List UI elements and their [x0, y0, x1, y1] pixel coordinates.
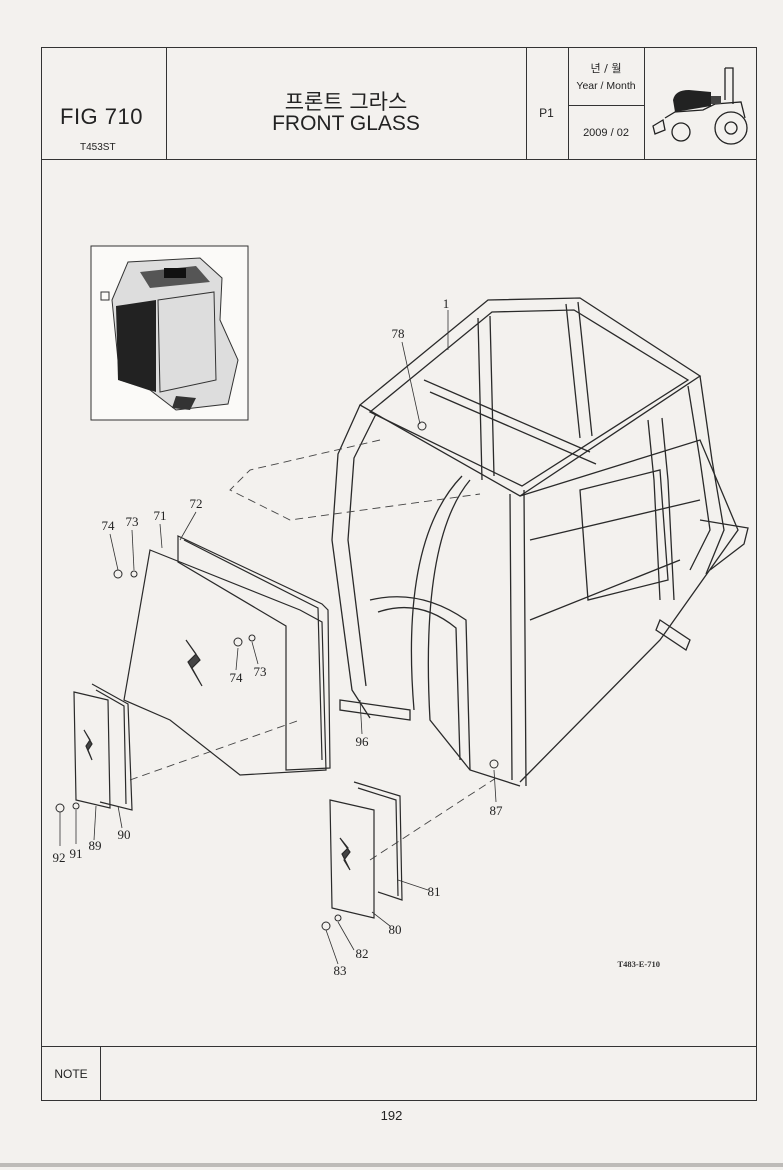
- callout-label: 90: [118, 827, 131, 842]
- scan-edge: [0, 1163, 783, 1167]
- left-side-glass: [73, 683, 133, 811]
- callout-label: 72: [190, 496, 203, 511]
- figure-number: FIG 710: [60, 104, 143, 129]
- cab-frame: [331, 297, 749, 787]
- divider: [166, 48, 167, 159]
- callout-label: 71: [154, 508, 167, 523]
- divider: [526, 48, 527, 159]
- divider: [644, 48, 645, 159]
- callout-label: 81: [428, 884, 441, 899]
- callout-label: 96: [356, 734, 370, 749]
- callout-label: 1: [443, 296, 450, 311]
- callout-label: 74: [230, 670, 244, 685]
- callout-label: 89: [89, 838, 102, 853]
- front-glass: [123, 535, 331, 776]
- callout-leaders: [59, 310, 497, 965]
- year-month-label-ko: 년 / 월: [590, 62, 622, 75]
- callout-labels: 1 78 74 73 71 72 74 73 96 87 92 91 89 90…: [53, 296, 504, 978]
- callout-label: 78: [392, 326, 405, 341]
- note-row: NOTE: [42, 1046, 756, 1101]
- callout-label: 74: [102, 518, 116, 533]
- callout-label: 91: [70, 846, 83, 861]
- right-side-glass: [329, 781, 403, 919]
- callout-label: 83: [334, 963, 347, 978]
- title-korean: 프론트 그라스: [284, 90, 408, 114]
- inset-photo: [90, 245, 249, 421]
- page-frame: FIG 710 T453ST 프론트 그라스 FRONT GLASS P1 년 …: [41, 47, 757, 1101]
- callout-label: 82: [356, 946, 369, 961]
- divider: [568, 105, 644, 106]
- year-month-label-en: Year / Month: [576, 80, 636, 92]
- callout-label: 73: [254, 664, 267, 679]
- drawing-code: T483-E-710: [618, 959, 661, 969]
- callout-label: 73: [126, 514, 139, 529]
- callout-label: 80: [389, 922, 402, 937]
- title-english: FRONT GLASS: [272, 112, 420, 135]
- leader-lines: [129, 439, 497, 861]
- title-block: FIG 710 T453ST 프론트 그라스 FRONT GLASS P1 년 …: [42, 48, 756, 160]
- callout-label: 87: [490, 803, 504, 818]
- model-code: T453ST: [80, 142, 116, 153]
- date-value: 2009 / 02: [583, 127, 629, 139]
- page-number: 192: [380, 1108, 403, 1123]
- hardware: [55, 421, 499, 931]
- page-code: P1: [539, 106, 554, 120]
- note-label: NOTE: [42, 1047, 101, 1101]
- tractor-icon: [652, 67, 748, 145]
- callout-label: 92: [53, 850, 66, 865]
- divider: [568, 48, 569, 159]
